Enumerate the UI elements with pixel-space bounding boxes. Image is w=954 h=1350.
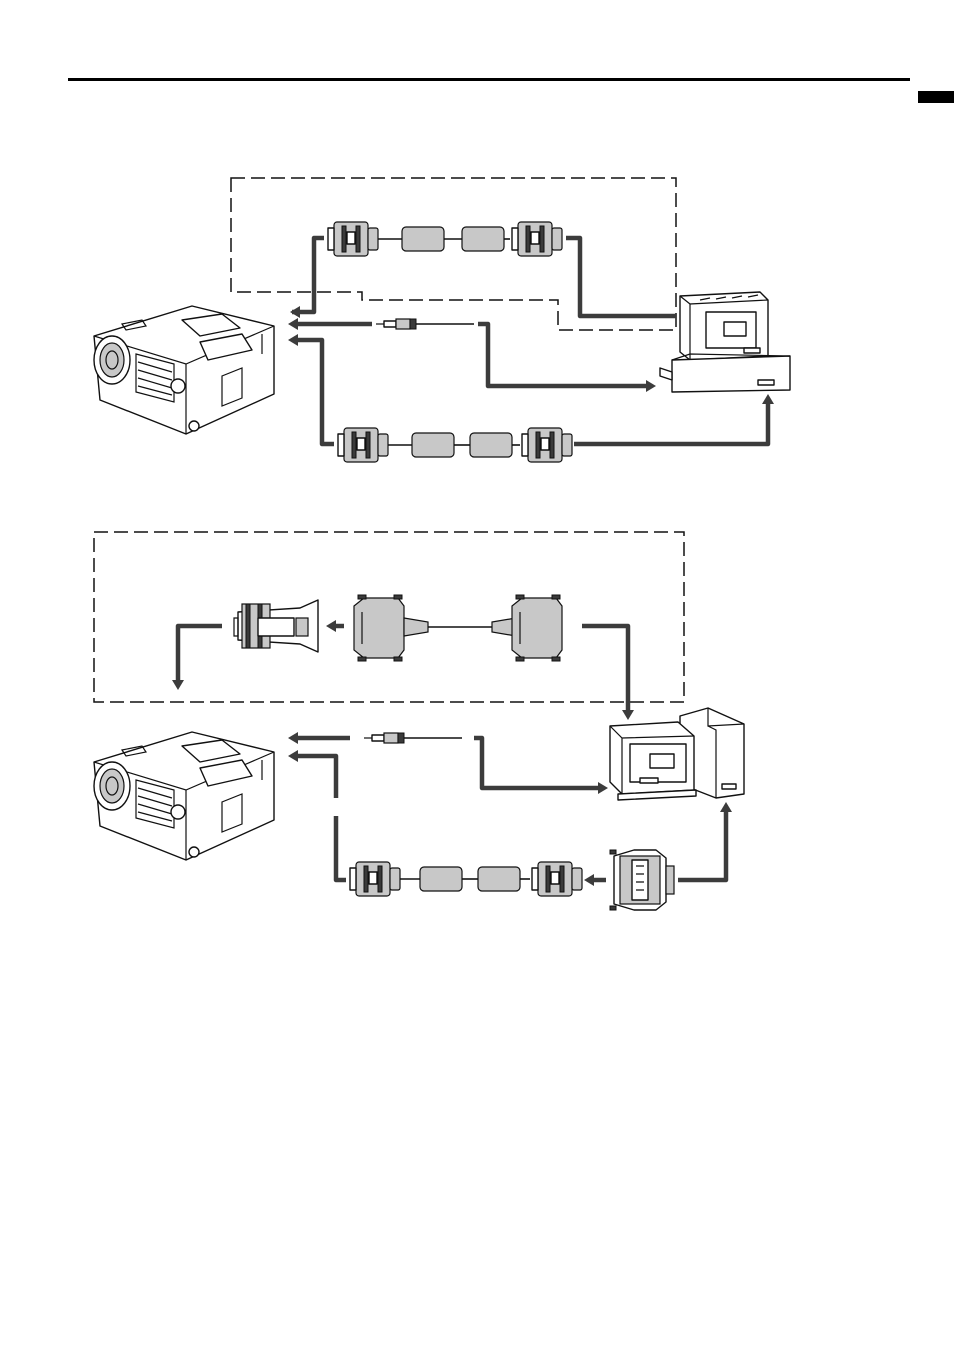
desktop-computer-icon [660, 292, 790, 392]
macintosh-computer-icon [610, 708, 744, 800]
rgb-route-left-bottom [336, 816, 346, 880]
adaptor-route-left [178, 626, 222, 682]
optional-cable-route-right [566, 238, 676, 316]
rgb-route-left [292, 340, 334, 444]
adaptor-route-right [678, 810, 726, 880]
projector-top-icon [94, 306, 274, 434]
audio-plug-top [376, 319, 416, 329]
audio-plug-bottom [364, 733, 404, 743]
projector-bottom-icon [94, 732, 274, 860]
audio-route-right-bottom [474, 738, 604, 788]
bottom-diagram [94, 532, 744, 910]
optional-cable-box-top [231, 178, 676, 330]
mac-monitor-cable [354, 595, 562, 661]
mac-adaptor-optional [234, 600, 318, 652]
rgb-route-right [574, 398, 768, 444]
top-diagram [94, 178, 790, 462]
mac-adaptor [610, 850, 674, 910]
rgb-cable-bottom [350, 862, 582, 896]
mac-cable-route-right [582, 626, 628, 712]
audio-route-right [478, 324, 652, 386]
rgb-cable [338, 428, 572, 462]
optional-cable-route-left [292, 238, 324, 312]
rgb-cable-optional [328, 222, 562, 256]
